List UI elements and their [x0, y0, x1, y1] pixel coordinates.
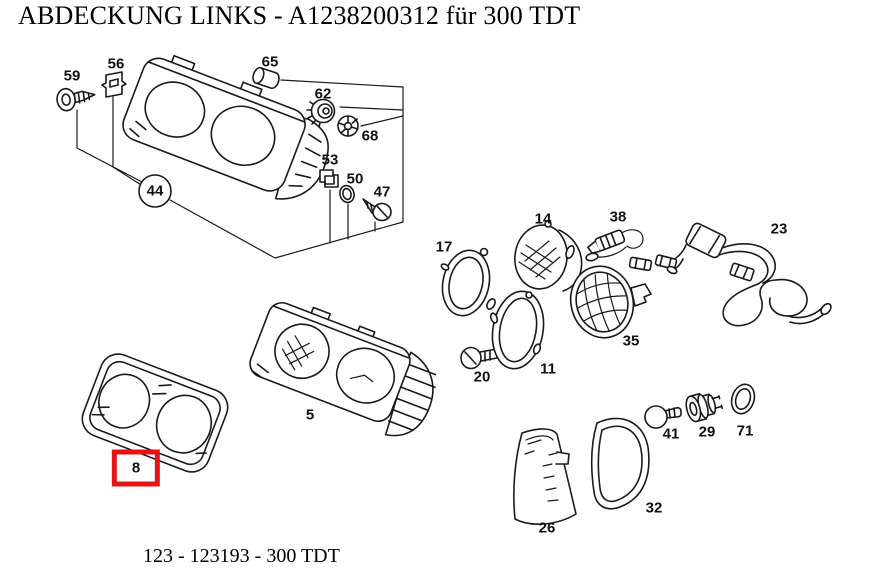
part-drawing-8-cover[interactable]: [77, 349, 233, 477]
part-label-8-selected[interactable]: 8: [111, 449, 161, 487]
part-drawing-56-clip[interactable]: [101, 71, 127, 98]
part-label-62[interactable]: 62: [314, 85, 332, 103]
part-drawing-5-housing[interactable]: [243, 293, 448, 446]
part-drawing-47-screw[interactable]: [362, 198, 392, 222]
part-label-71[interactable]: 71: [736, 422, 754, 440]
part-label-32[interactable]: 32: [645, 499, 663, 517]
part-drawing-62-knob[interactable]: [306, 98, 336, 128]
callout-circle-44[interactable]: [138, 174, 172, 208]
part-label-41[interactable]: 41: [662, 425, 680, 443]
part-label-50[interactable]: 50: [346, 170, 364, 188]
part-label-65[interactable]: 65: [261, 53, 279, 71]
part-drawing-53-clamp[interactable]: [319, 169, 339, 188]
part-label-5[interactable]: 5: [305, 406, 315, 424]
part-drawing-38-bulb[interactable]: [585, 229, 653, 272]
part-drawing-68-wheel[interactable]: [337, 115, 359, 137]
part-label-44[interactable]: 44: [146, 182, 164, 200]
footer-caption: 123 - 123193 - 300 TDT: [143, 545, 340, 567]
part-label-47[interactable]: 47: [373, 183, 391, 201]
part-drawing-41-bulb[interactable]: [644, 405, 682, 429]
part-label-17[interactable]: 17: [435, 238, 453, 256]
part-drawing-35-lamp[interactable]: [563, 260, 652, 345]
part-drawing-65-rivet[interactable]: [251, 66, 281, 90]
part-drawing-59-screw[interactable]: [56, 85, 97, 112]
part-drawing-44-headlamp-unit[interactable]: [117, 47, 342, 211]
part-label-11[interactable]: 11: [540, 360, 556, 378]
part-drawing-71-ring[interactable]: [728, 381, 758, 416]
part-label-68[interactable]: 68: [361, 127, 379, 145]
part-label-35[interactable]: 35: [622, 332, 640, 350]
part-drawing-11-ring[interactable]: [487, 287, 550, 372]
part-label-53[interactable]: 53: [321, 151, 339, 169]
part-label-20[interactable]: 20: [473, 368, 491, 386]
part-drawing-29-socket[interactable]: [684, 389, 724, 423]
part-label-26[interactable]: 26: [538, 519, 556, 537]
part-drawing-32-gasket[interactable]: [590, 417, 650, 510]
part-label-14[interactable]: 14: [534, 210, 552, 228]
part-drawing-50-grommet[interactable]: [338, 184, 356, 204]
leader-lines: [76, 79, 404, 259]
part-label-56[interactable]: 56: [107, 55, 125, 73]
part-drawing-26-lens[interactable]: [513, 428, 577, 525]
part-drawing-17-ring[interactable]: [437, 246, 497, 320]
part-label-59[interactable]: 59: [63, 67, 81, 85]
part-label-38[interactable]: 38: [609, 208, 627, 226]
part-drawing-23-harness[interactable]: [654, 222, 833, 327]
page-title: ABDECKUNG LINKS - A1238200312 für 300 TD…: [18, 1, 581, 30]
part-label-23[interactable]: 23: [770, 220, 788, 238]
part-drawing-14-lens[interactable]: [511, 220, 583, 292]
part-label-29[interactable]: 29: [698, 423, 716, 441]
